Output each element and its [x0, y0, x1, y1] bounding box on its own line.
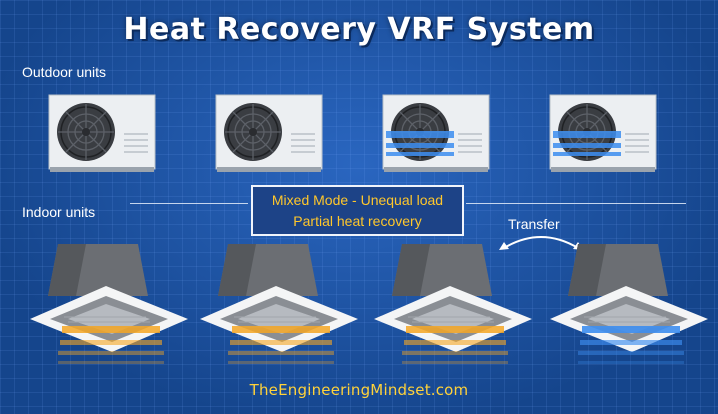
website-label: TheEngineeringMindset.com	[249, 381, 469, 399]
mode-box: Mixed Mode - Unequal load Partial heat r…	[251, 185, 464, 236]
page-title: Heat Recovery VRF System	[123, 12, 595, 47]
coil-cooling-bands	[386, 131, 454, 156]
indoor-unit-3	[372, 244, 532, 384]
outdoor-unit-1	[48, 94, 156, 174]
indoor-unit-4	[548, 244, 708, 384]
airflow-heating	[228, 326, 334, 364]
airflow-heating	[402, 326, 508, 364]
airflow-cooling	[578, 326, 684, 364]
coil-cooling-bands	[553, 131, 621, 156]
outdoor-unit-2	[215, 94, 323, 174]
transfer-label: Transfer	[508, 216, 560, 232]
indoor-units-label: Indoor units	[22, 204, 96, 220]
mode-box-line2: Partial heat recovery	[293, 213, 422, 229]
airflow-heating	[58, 326, 164, 364]
divider-left	[130, 203, 248, 204]
outdoor-unit-4	[549, 94, 657, 174]
indoor-unit-2	[198, 244, 358, 384]
indoor-unit-1	[28, 244, 188, 384]
mode-box-line1: Mixed Mode - Unequal load	[271, 192, 444, 208]
outdoor-unit-3	[382, 94, 490, 174]
divider-right	[466, 203, 686, 204]
outdoor-units-label: Outdoor units	[22, 64, 107, 80]
